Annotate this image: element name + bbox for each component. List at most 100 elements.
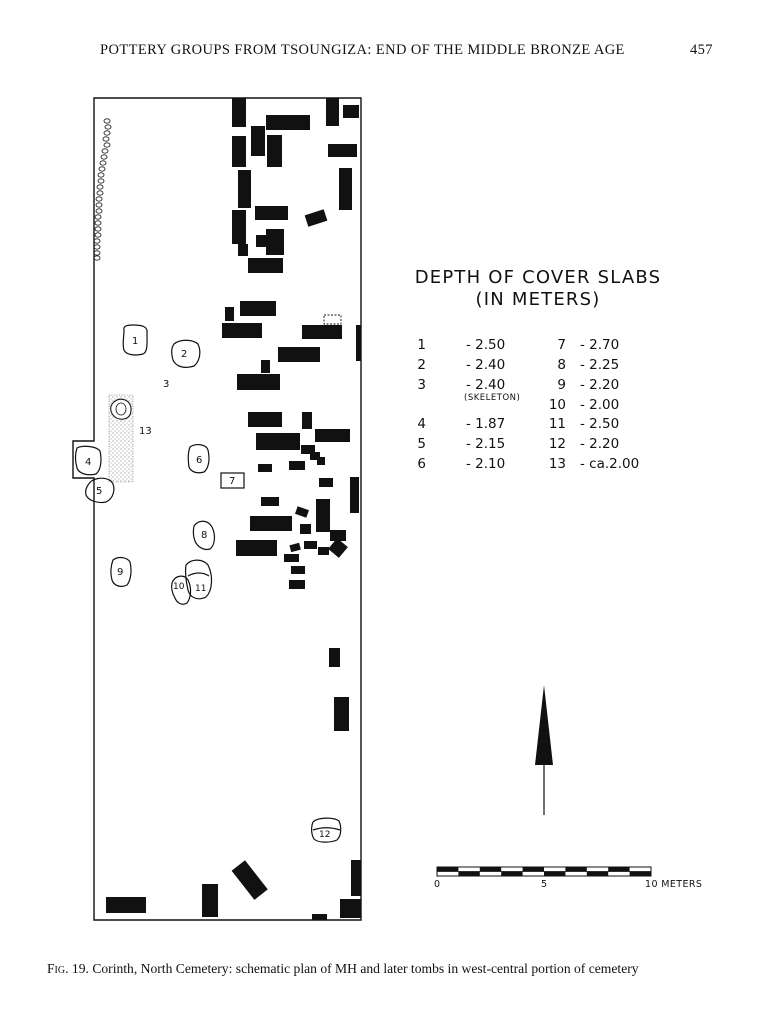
later-tomb-slab bbox=[312, 914, 327, 920]
tomb-label-1: 1 bbox=[132, 336, 138, 347]
later-tomb-slab bbox=[302, 325, 342, 339]
later-tomb-slab bbox=[225, 307, 234, 321]
scale-bar-segment bbox=[437, 867, 459, 872]
stone-wall bbox=[93, 118, 112, 261]
tomb-label-13: 13 bbox=[139, 426, 152, 437]
later-tomb-slab bbox=[315, 429, 350, 442]
legend-right-entry-depth: - 2.25 bbox=[580, 357, 619, 373]
later-tomb-slab bbox=[350, 477, 359, 513]
tomb-4-outline bbox=[74, 445, 102, 476]
later-tomb-slab bbox=[236, 540, 277, 556]
tomb-8-outline bbox=[192, 520, 216, 551]
later-tomb-slab bbox=[232, 98, 246, 127]
later-tomb-slab bbox=[222, 323, 262, 338]
later-tomb-slab bbox=[289, 461, 305, 470]
later-tomb-slab bbox=[304, 541, 317, 549]
legend-left-entry-depth: - 2.40 bbox=[466, 357, 505, 373]
scale-bar-segment bbox=[565, 867, 587, 872]
later-tomb-slab bbox=[301, 445, 315, 454]
tomb-6-outline bbox=[187, 444, 210, 474]
later-tomb-slab bbox=[267, 135, 282, 167]
later-tomb-slab bbox=[106, 897, 146, 913]
legend-left-entry-number: 3 bbox=[417, 377, 426, 393]
tomb-10-outline bbox=[171, 575, 192, 605]
legend-right-entry-number: 11 bbox=[549, 416, 566, 432]
tomb-11-outline bbox=[185, 559, 213, 600]
later-tomb-slab bbox=[232, 210, 246, 244]
legend-left-entry-depth: - 2.40 bbox=[466, 377, 505, 393]
tomb-label-12: 12 bbox=[319, 830, 330, 840]
tomb-7-outline bbox=[220, 472, 245, 489]
figure-label: Fig. 19. bbox=[47, 961, 89, 976]
later-tomb-slab bbox=[304, 209, 328, 227]
later-tomb-slab bbox=[266, 229, 284, 255]
later-tomb-slab bbox=[278, 347, 320, 362]
later-tomb-slab bbox=[329, 648, 340, 667]
tomb-label-4: 4 bbox=[85, 457, 91, 468]
later-tomb-slab bbox=[266, 115, 310, 130]
tomb-label-10: 10 bbox=[173, 582, 185, 592]
later-tomb-slab bbox=[289, 542, 301, 553]
legend-left-entry-depth: - 2.15 bbox=[466, 436, 505, 452]
later-tomb-slab bbox=[318, 547, 329, 555]
tomb-1-outline bbox=[122, 324, 148, 356]
later-tomb-slab bbox=[255, 206, 288, 220]
legend-subtitle: (IN METERS) bbox=[476, 289, 601, 310]
later-tomb-slab bbox=[238, 244, 248, 256]
later-tomb-slab bbox=[294, 506, 310, 518]
tomb-label-7: 7 bbox=[229, 476, 235, 487]
tomb-labels: 1 2 3 13 4 5 6 7 8 9 10 11 12 bbox=[85, 336, 330, 840]
page-number: 457 bbox=[690, 42, 713, 58]
later-tomb-slab bbox=[351, 860, 361, 896]
later-tomb-slab bbox=[291, 566, 305, 574]
later-tomb-slab bbox=[261, 497, 279, 506]
scale-bar-segment bbox=[479, 867, 502, 872]
legend-right-entry-number: 12 bbox=[549, 436, 566, 452]
later-tomb-slab bbox=[356, 325, 361, 361]
tomb-label-9: 9 bbox=[117, 567, 123, 578]
scale-bar-segment bbox=[586, 871, 609, 876]
scale-bar-segment bbox=[608, 867, 630, 872]
later-tomb-slab bbox=[231, 860, 268, 900]
legend-left-entry-depth: - 2.50 bbox=[466, 337, 505, 353]
legend-right-entry-depth: - 2.50 bbox=[580, 416, 619, 432]
tomb-label-11: 11 bbox=[195, 584, 206, 594]
scale-label-5: 5 bbox=[541, 879, 547, 890]
dashed-tomb-outline bbox=[323, 314, 342, 325]
legend-left-entry-number: 4 bbox=[417, 416, 426, 432]
later-tomb-slab bbox=[339, 168, 352, 210]
figure-caption: Fig. 19. Corinth, North Cemetery: schema… bbox=[47, 961, 747, 977]
later-tomb-slab bbox=[256, 235, 270, 247]
scale-bar: 0 5 10 METERS bbox=[434, 866, 702, 890]
later-tomb-slab bbox=[289, 580, 305, 589]
later-tomb-slab bbox=[248, 258, 283, 273]
later-tomb-slab bbox=[302, 412, 312, 429]
later-tombs bbox=[106, 98, 361, 920]
site-boundary bbox=[72, 97, 362, 921]
tomb-5-outline bbox=[85, 477, 115, 504]
running-title: POTTERY GROUPS FROM TSOUNGIZA: END OF TH… bbox=[100, 42, 625, 58]
legend-left-entry-number: 5 bbox=[417, 436, 426, 452]
legend-right-entry-depth: - 2.20 bbox=[580, 377, 619, 393]
scale-label-0: 0 bbox=[434, 879, 440, 890]
tomb-label-2: 2 bbox=[181, 349, 187, 360]
legend-left-entry-depth: - 2.10 bbox=[466, 456, 505, 472]
scale-bar-segment bbox=[544, 871, 566, 876]
tomb-9-outline bbox=[110, 556, 132, 587]
later-tomb-slab bbox=[300, 524, 311, 534]
figure-caption-text: Corinth, North Cemetery: schematic plan … bbox=[92, 961, 639, 976]
later-tomb-slab bbox=[343, 105, 359, 118]
later-tomb-slab bbox=[256, 433, 300, 450]
scale-label-10: 10 METERS bbox=[645, 879, 702, 890]
legend-right-entry-number: 13 bbox=[549, 456, 566, 472]
later-tomb-slab bbox=[202, 884, 218, 917]
later-tomb-slab bbox=[232, 136, 246, 167]
tomb-12-crossline bbox=[312, 827, 341, 831]
legend-right-entry-depth: - ca.2.00 bbox=[580, 456, 639, 472]
tomb-13-outline bbox=[110, 398, 132, 420]
tomb-2-outline bbox=[171, 339, 201, 368]
legend-title: DEPTH OF COVER SLABS bbox=[415, 267, 662, 288]
later-tomb-slab bbox=[250, 516, 292, 531]
